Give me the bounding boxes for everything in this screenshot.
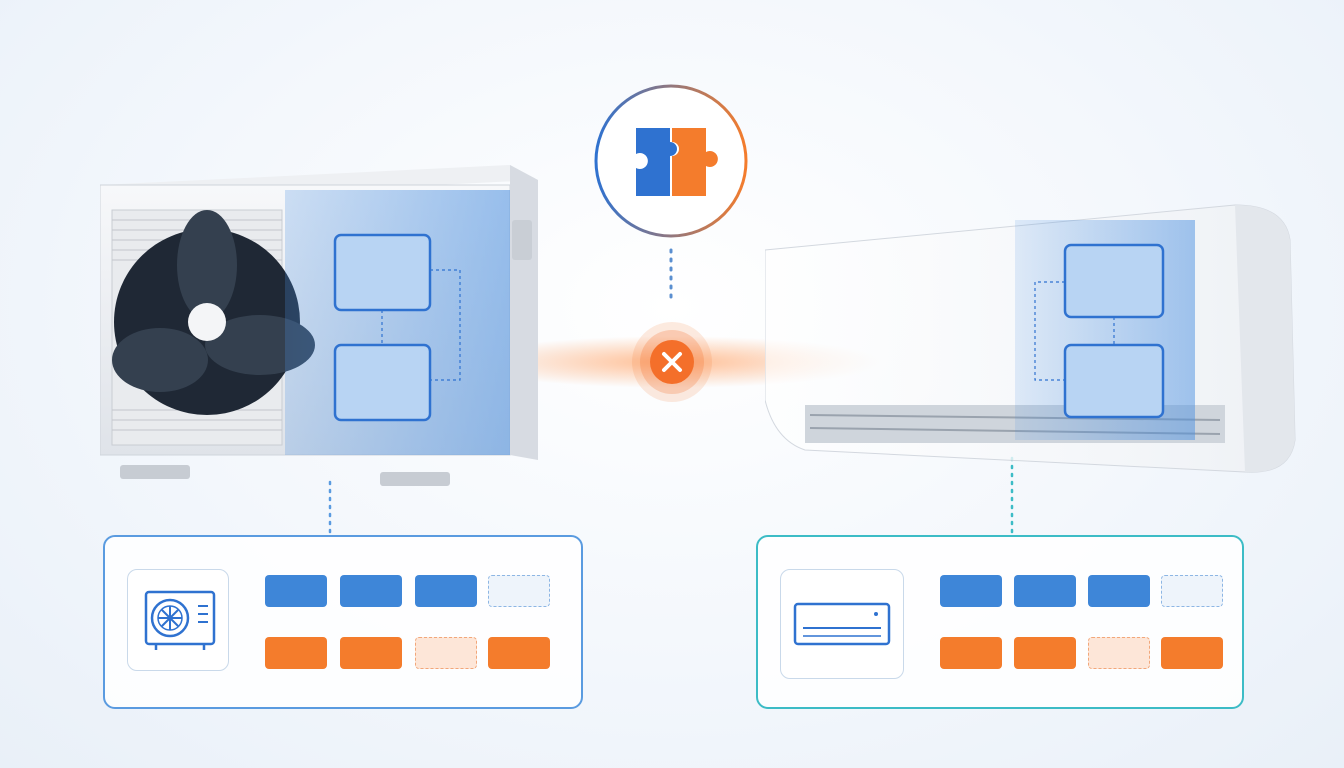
outdoor-slot-5: [265, 637, 327, 669]
outdoor-slot-1: [265, 575, 327, 607]
indoor-slot-8: [1161, 637, 1223, 669]
disconnect-marker: [632, 322, 712, 402]
outdoor-board-top: [333, 233, 432, 312]
indoor-board-top: [1063, 243, 1165, 319]
indoor-config-panel: [756, 535, 1244, 709]
outdoor-slot-4-empty: [488, 575, 550, 607]
outdoor-slot-2: [340, 575, 402, 607]
outdoor-config-panel: [103, 535, 583, 709]
indoor-board-bottom: [1063, 343, 1165, 419]
outdoor-slot-7-empty: [415, 637, 477, 669]
indoor-slot-1: [940, 575, 1002, 607]
puzzle-icon: [636, 128, 718, 196]
indoor-ac-unit-icon: [793, 602, 891, 646]
indoor-slot-2: [1014, 575, 1076, 607]
indoor-slot-6: [1014, 637, 1076, 669]
outdoor-ac-unit-icon: [144, 590, 216, 650]
indoor-unit: [765, 204, 1296, 473]
outdoor-slot-8: [488, 637, 550, 669]
indoor-slot-4-empty: [1161, 575, 1223, 607]
outdoor-unit: [100, 165, 538, 486]
outdoor-unit-icon-box: [127, 569, 229, 671]
outdoor-slot-6: [340, 637, 402, 669]
indoor-slot-7-empty: [1088, 637, 1150, 669]
indoor-slot-3: [1088, 575, 1150, 607]
indoor-slot-5: [940, 637, 1002, 669]
puzzle-badge: [594, 84, 748, 238]
close-icon: [662, 352, 682, 372]
indoor-unit-icon-box: [780, 569, 904, 679]
outdoor-slot-3: [415, 575, 477, 607]
outdoor-board-bottom: [333, 343, 432, 422]
